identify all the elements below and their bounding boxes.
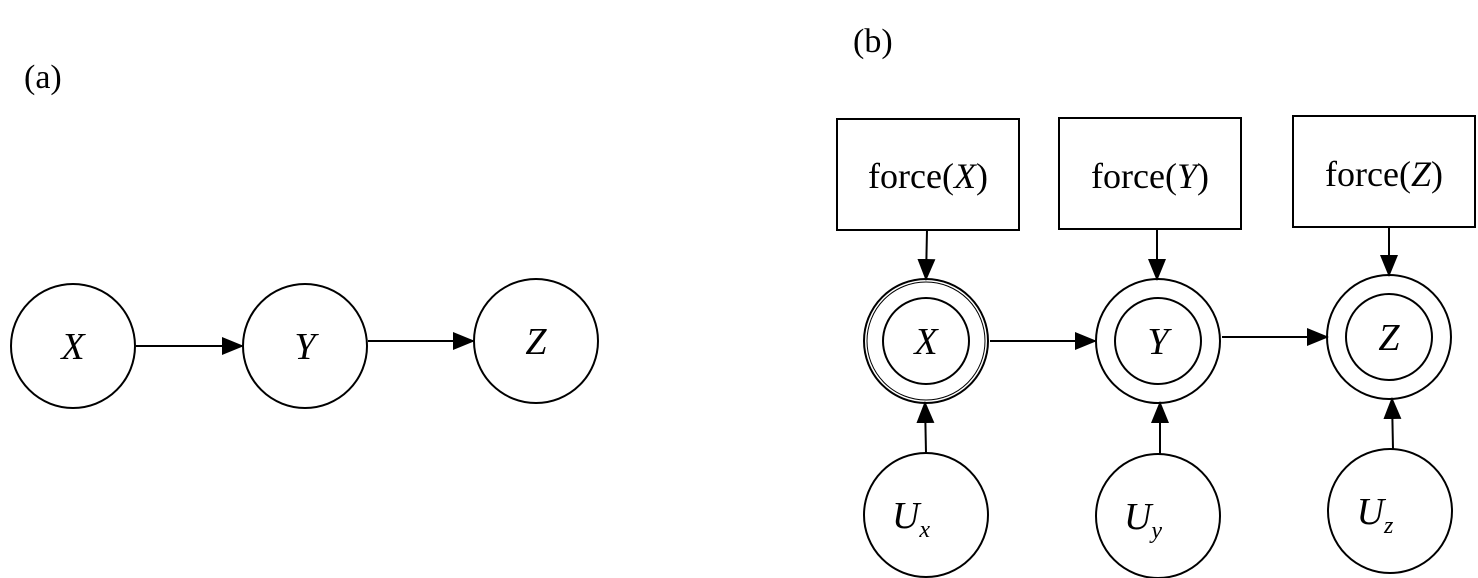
noise-node-ux: Ux (863, 452, 989, 578)
force-box-z: force(Z) (1292, 115, 1476, 228)
force-box-z-label: force(Z) (1325, 154, 1443, 194)
force-box-y: force(Y) (1058, 117, 1242, 230)
force-box-x: force(X) (836, 118, 1020, 231)
node-a-z: Z (473, 278, 599, 404)
edge-uz-z (1383, 397, 1402, 450)
panel-b: (b) force(X) force(Y) force(Z) X Y (836, 23, 1476, 578)
node-a-x-label: X (59, 326, 86, 368)
node-b-y-label: Y (1147, 321, 1172, 363)
noise-node-ux-label: Ux (892, 495, 930, 543)
force-box-y-label: force(Y) (1091, 156, 1209, 196)
noise-node-uy-label: Uy (1124, 496, 1162, 544)
node-a-y: Y (242, 283, 368, 409)
node-a-x: X (10, 283, 136, 409)
panel-a-label: (a) (24, 59, 62, 96)
node-b-y: Y (1095, 278, 1221, 404)
noise-node-uy: Uy (1095, 453, 1221, 578)
node-b-z-label: Z (1378, 317, 1400, 359)
panel-b-label: (b) (853, 23, 893, 60)
noise-node-uz: Uz (1327, 448, 1453, 574)
edge-force-x (917, 229, 936, 281)
node-b-x-label: X (912, 321, 939, 363)
force-box-x-label: force(X) (868, 156, 988, 196)
node-a-y-label: Y (294, 326, 319, 368)
panel-a: (a) X Y Z (10, 59, 599, 409)
node-a-z-label: Z (525, 321, 547, 363)
node-b-x: X (863, 278, 989, 404)
edge-ux-x (916, 401, 935, 454)
node-b-z: Z (1326, 274, 1452, 400)
noise-node-uz-label: Uz (1357, 491, 1394, 539)
